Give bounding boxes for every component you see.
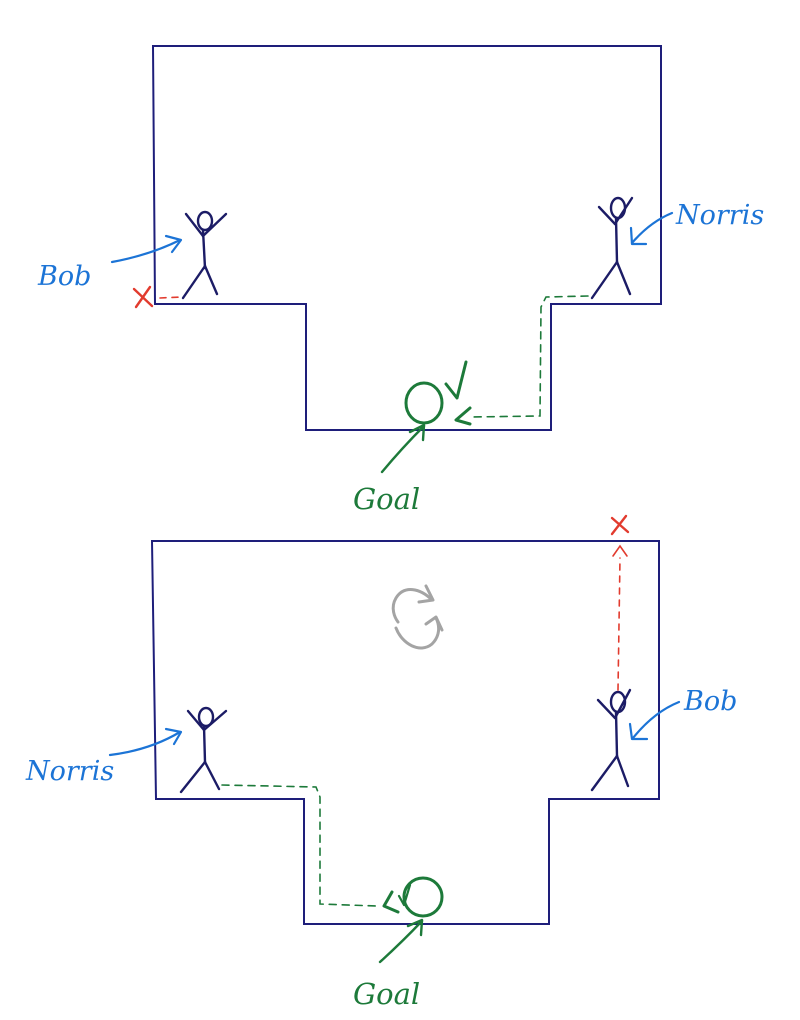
bottom-norris-label: Norris (25, 756, 114, 787)
bottom-bob-blocked-path (617, 557, 621, 691)
top-norris-arrow (629, 211, 674, 246)
top-room-outline (151, 45, 662, 431)
goal-circle-icon (402, 876, 444, 918)
top-scene: Bob Norris Goal (37, 45, 764, 516)
top-goal-arrival-arrow (454, 406, 472, 426)
cross-icon (132, 285, 154, 309)
bottom-bob-label: Bob (683, 686, 737, 717)
bottom-goal-arrival-mark (397, 883, 412, 907)
rotate-icon (391, 584, 444, 650)
bottom-bob-arrow (628, 700, 681, 741)
checkmark-icon (444, 360, 468, 400)
top-norris-label: Norris (675, 200, 764, 231)
bottom-goal-arrow (378, 918, 424, 964)
bottom-norris-arrow (108, 727, 183, 757)
bottom-goal-label: Goal (353, 977, 420, 1011)
bottom-bob-blocked-arrowhead (612, 544, 628, 557)
bottom-scene: Norris Bob Goal (25, 514, 737, 1011)
top-norris-figure (590, 196, 634, 300)
bottom-room-outline (150, 540, 660, 925)
top-bob-blocked-path (159, 296, 182, 299)
goal-circle-icon (404, 381, 444, 425)
cross-icon (610, 514, 630, 536)
top-goal-label: Goal (353, 482, 420, 516)
top-goal-arrow (380, 423, 426, 474)
bottom-goal-arrival-arrow (382, 890, 400, 914)
top-norris-route (469, 295, 589, 418)
top-bob-arrow (110, 234, 183, 264)
bottom-norris-route (221, 784, 377, 907)
top-bob-label: Bob (37, 261, 91, 292)
bottom-bob-figure (590, 688, 632, 792)
top-bob-figure (181, 210, 228, 300)
bottom-norris-figure (179, 706, 228, 794)
